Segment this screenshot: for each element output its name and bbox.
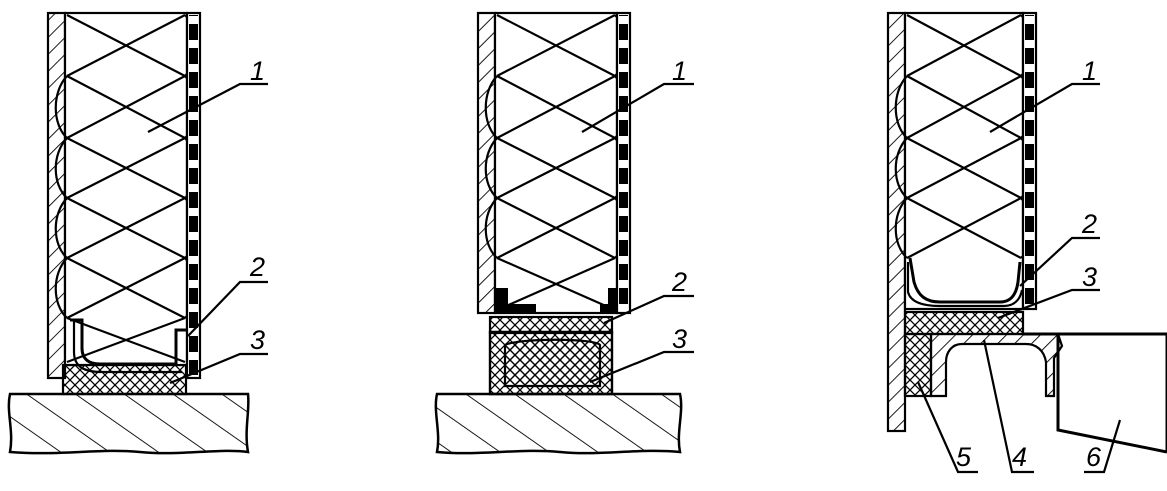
- plate-b: [488, 315, 614, 335]
- panel-b: 1 2 3: [434, 11, 694, 455]
- label-b-3: 3: [672, 324, 687, 354]
- tray-a: [70, 318, 188, 366]
- label-c-4: 4: [1012, 442, 1027, 472]
- label-b-1: 1: [672, 56, 687, 86]
- label-c-2: 2: [1081, 209, 1097, 239]
- label-a-3: 3: [250, 325, 265, 355]
- insulation-b: [493, 11, 619, 315]
- label-c-6: 6: [1086, 442, 1102, 472]
- seal-a: [61, 363, 188, 396]
- label-c-3: 3: [1082, 262, 1097, 292]
- ground-a: [7, 392, 250, 455]
- panel-a: 1 2 3: [7, 11, 268, 455]
- container-c-6: [1023, 332, 1167, 454]
- label-b-2: 2: [671, 267, 687, 297]
- panel-c: 1 2 3 5 4 6: [886, 11, 1167, 474]
- seal-c-5: [903, 332, 933, 398]
- profile-c-4: [929, 332, 1064, 398]
- label-c-5: 5: [956, 442, 972, 472]
- label-c-1: 1: [1082, 56, 1097, 86]
- ground-b: [434, 392, 683, 455]
- insulation-c: [903, 11, 1025, 311]
- tray-c: [908, 257, 1022, 304]
- label-a-1: 1: [250, 56, 265, 86]
- liner-a: [46, 11, 67, 380]
- label-a-2: 2: [249, 252, 265, 282]
